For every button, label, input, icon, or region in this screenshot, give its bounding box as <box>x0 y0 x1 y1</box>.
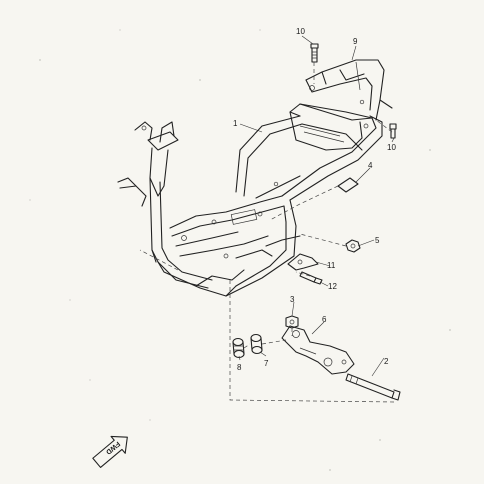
callout-12: 12 <box>328 282 337 291</box>
callout-11: 11 <box>327 261 336 270</box>
long-bolt-part-2 <box>345 373 401 401</box>
callout-5: 5 <box>375 236 380 245</box>
leader-lines <box>238 35 395 377</box>
bracket-part-11 <box>287 253 319 271</box>
bush-part-8 <box>232 337 245 359</box>
callout-2: 2 <box>384 357 389 366</box>
callout-labels: 1 2 3 4 5 6 7 8 9 10 10 11 12 <box>233 27 396 372</box>
bolt-10-right <box>389 123 397 139</box>
rear-bracket-part-9 <box>305 59 393 121</box>
bolt-part-12 <box>299 271 323 285</box>
plate-part-4 <box>337 177 359 193</box>
collar-part-7 <box>250 333 263 355</box>
nut-part-5 <box>345 239 361 253</box>
callout-3: 3 <box>290 295 295 304</box>
callout-9: 9 <box>353 37 358 46</box>
callout-8: 8 <box>237 363 242 372</box>
callout-4: 4 <box>368 161 373 170</box>
forward-direction-arrow: FWD <box>92 435 128 469</box>
engine-bracket-part-6 <box>281 325 355 375</box>
bolt-10-top <box>310 43 319 63</box>
callout-10-top: 10 <box>296 27 305 36</box>
assembly-dashed-lines <box>139 62 397 403</box>
main-frame <box>117 103 383 297</box>
callout-7: 7 <box>264 359 269 368</box>
paper-speckle <box>29 29 451 471</box>
callout-1: 1 <box>233 119 238 128</box>
callout-10-right: 10 <box>387 143 396 152</box>
callout-6: 6 <box>322 315 327 324</box>
